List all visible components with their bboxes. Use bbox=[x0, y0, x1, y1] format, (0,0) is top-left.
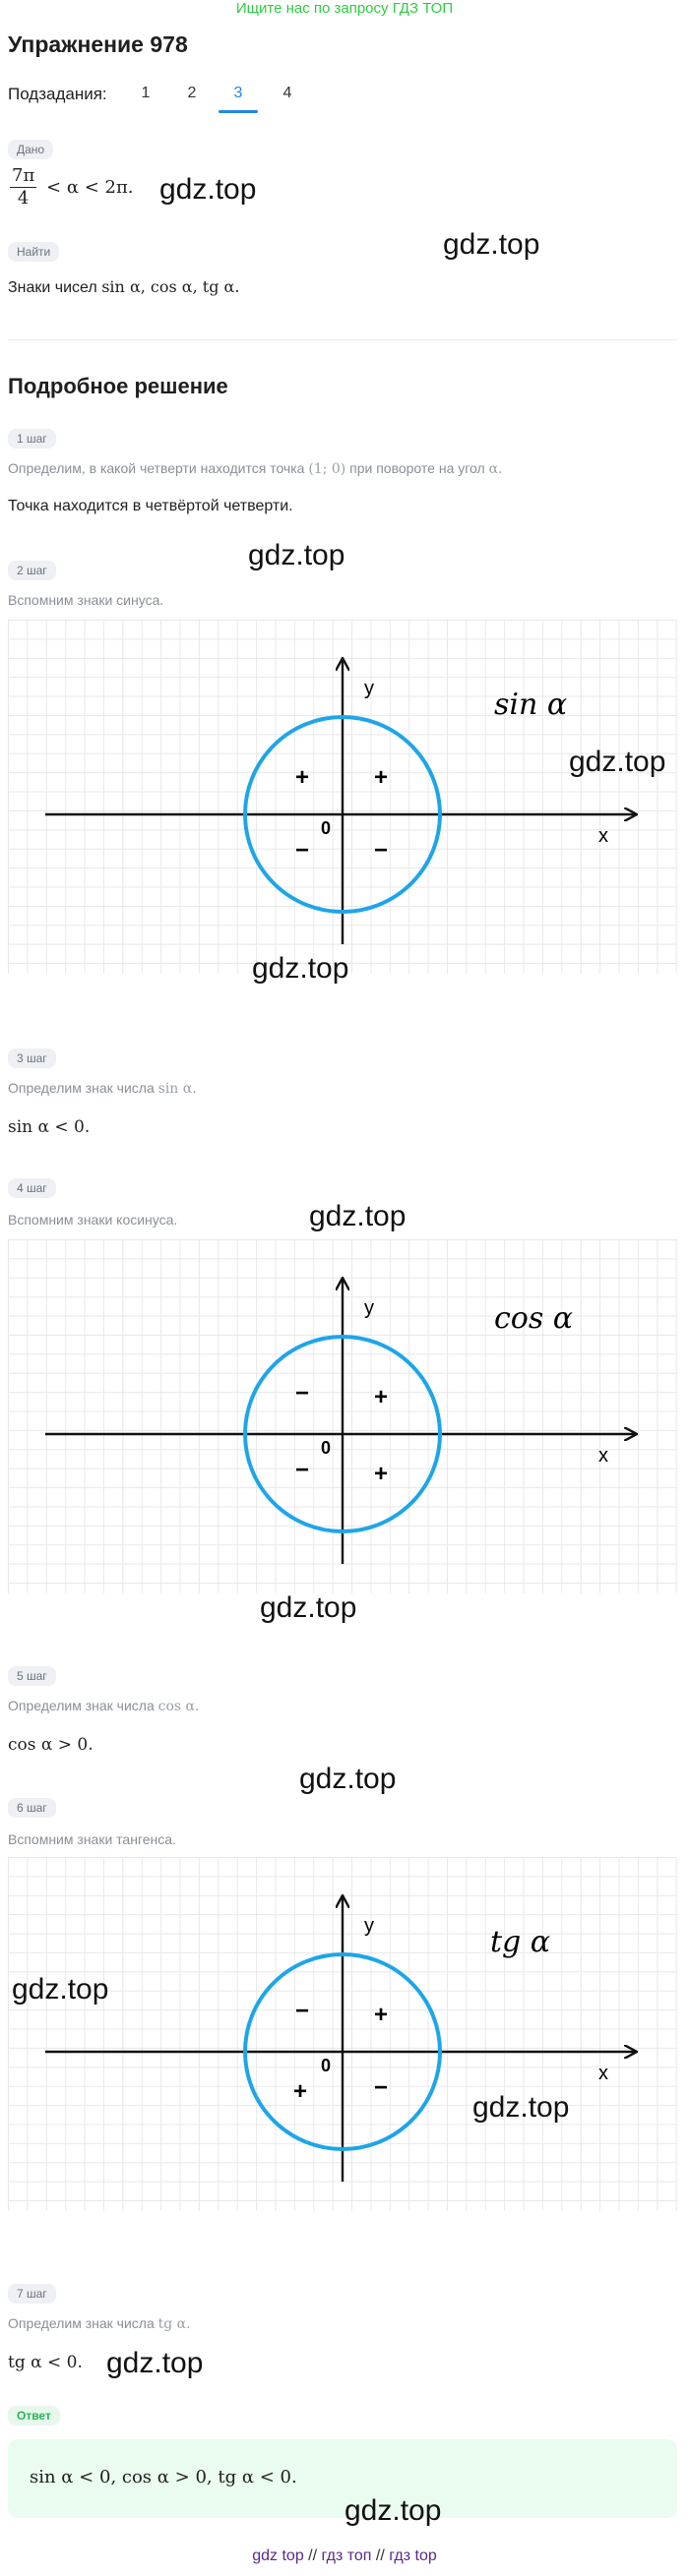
y-axis-label: y bbox=[364, 1297, 374, 1319]
y-axis-label: y bbox=[364, 678, 374, 699]
quadrant-4-sign: − bbox=[374, 2074, 388, 2101]
find-text: Знаки чисел sin α, cos α, tg α. bbox=[8, 277, 240, 296]
footer-link-3[interactable]: гдз top bbox=[389, 2547, 437, 2564]
given-badge: Дано bbox=[8, 140, 54, 159]
step-7-result: tg α < 0. bbox=[8, 2353, 83, 2372]
x-axis-label: x bbox=[598, 1445, 608, 1467]
subtask-tab-3[interactable]: 3 bbox=[233, 85, 243, 101]
watermark: gdz.top bbox=[344, 2494, 442, 2527]
step-badge: 7 шаг bbox=[8, 2284, 56, 2304]
quadrant-3-sign: − bbox=[295, 1457, 309, 1483]
answer-box bbox=[8, 2439, 677, 2518]
given-fraction-numerator: 7π bbox=[10, 165, 37, 188]
watermark: gdz.top bbox=[299, 1763, 397, 1795]
watermark: gdz.top bbox=[12, 1973, 109, 2006]
origin-label: 0 bbox=[321, 818, 331, 838]
watermark: gdz.top bbox=[569, 746, 666, 778]
origin-label: 0 bbox=[321, 2056, 331, 2075]
step-3-text: Определим знак числа sin α. bbox=[8, 1080, 197, 1097]
step-5-result: cos α > 0. bbox=[8, 1735, 94, 1755]
step-badge: 5 шаг bbox=[8, 1666, 56, 1686]
watermark: gdz.top bbox=[248, 539, 345, 571]
quadrant-4-sign: − bbox=[374, 837, 388, 864]
step-badge: 3 шаг bbox=[8, 1048, 56, 1068]
quadrant-4-sign: + bbox=[374, 1461, 388, 1487]
function-label: sin α bbox=[494, 688, 567, 722]
unit-circle-graph: y x 0 + − + − tg α bbox=[45, 1857, 677, 2182]
watermark: gdz.top bbox=[252, 952, 349, 985]
step-4-text: Вспомним знаки косинуса. bbox=[8, 1212, 178, 1228]
step-5-text: Определим знак числа cos α. bbox=[8, 1698, 200, 1714]
footer-separator: // bbox=[308, 2547, 318, 2564]
quadrant-2-sign: − bbox=[295, 1998, 309, 2024]
subtasks-label: Подзадания: bbox=[8, 85, 107, 103]
step-badge: 1 шаг bbox=[8, 429, 56, 449]
watermark: gdz.top bbox=[159, 173, 257, 206]
tg-signs-diagram: y x 0 + − + − tg α bbox=[8, 1857, 677, 2211]
step-badge: 4 шаг bbox=[8, 1178, 56, 1198]
watermark: gdz.top bbox=[443, 228, 540, 261]
step-1-text: Определим, в какой четверти находится то… bbox=[8, 460, 503, 477]
subtask-tab-1[interactable]: 1 bbox=[141, 85, 151, 101]
step-6-text: Вспомним знаки тангенса. bbox=[8, 1831, 176, 1847]
watermark: gdz.top bbox=[472, 2091, 570, 2124]
cos-signs-diagram: y x 0 + − − + cos α bbox=[8, 1239, 677, 1593]
unit-circle-graph: y x 0 + + − − sin α bbox=[45, 620, 677, 944]
step-badge: 6 шаг bbox=[8, 1798, 56, 1818]
watermark: gdz.top bbox=[260, 1591, 357, 1624]
answer-text: sin α < 0, cos α > 0, tg α < 0. bbox=[30, 2467, 297, 2487]
y-axis-label: y bbox=[364, 1915, 374, 1937]
subtask-tab-2[interactable]: 2 bbox=[187, 85, 197, 101]
footer-link-2[interactable]: гдз топ bbox=[321, 2547, 372, 2564]
sin-signs-diagram: y x 0 + + − − sin α bbox=[8, 620, 677, 974]
watermark: gdz.top bbox=[106, 2347, 204, 2379]
subtask-tab-4[interactable]: 4 bbox=[282, 85, 292, 101]
step-3-result: sin α < 0. bbox=[8, 1117, 91, 1137]
given-inequality: < α < 2π. bbox=[46, 177, 134, 198]
page-title: Упражнение 978 bbox=[8, 31, 188, 57]
unit-circle-graph: y x 0 + − − + cos α bbox=[45, 1239, 677, 1564]
divider bbox=[8, 339, 677, 340]
given-fraction-denominator: 4 bbox=[17, 188, 30, 209]
find-math: sin α, cos α, tg α. bbox=[101, 277, 240, 296]
solution-title: Подробное решение bbox=[8, 374, 228, 398]
x-axis-label: x bbox=[598, 825, 608, 847]
quadrant-1-sign: + bbox=[374, 1384, 388, 1410]
origin-label: 0 bbox=[321, 1438, 331, 1458]
step-7-text: Определим знак числа tg α. bbox=[8, 2315, 191, 2332]
active-tab-underline bbox=[219, 110, 258, 113]
footer-separator: // bbox=[375, 2547, 385, 2564]
unit-circle bbox=[243, 1335, 442, 1533]
function-label: cos α bbox=[494, 1301, 573, 1336]
answer-badge: Ответ bbox=[8, 2406, 60, 2426]
find-badge: Найти bbox=[8, 242, 60, 262]
step-2-text: Вспомним знаки синуса. bbox=[8, 592, 164, 608]
unit-circle bbox=[243, 715, 442, 914]
quadrant-3-sign: + bbox=[293, 2078, 307, 2105]
function-label: tg α bbox=[490, 1925, 550, 1959]
step-badge: 2 шаг bbox=[8, 561, 56, 580]
x-axis-label: x bbox=[598, 2063, 608, 2084]
top-banner[interactable]: Ищите нас по запросу ГДЗ ТОП bbox=[235, 0, 454, 17]
watermark: gdz.top bbox=[309, 1200, 407, 1232]
footer-links: gdz top // гдз топ // гдз top bbox=[0, 2547, 689, 2565]
unit-circle bbox=[243, 1952, 442, 2151]
footer-link-1[interactable]: gdz top bbox=[252, 2547, 304, 2564]
quadrant-2-sign: − bbox=[295, 1380, 309, 1407]
quadrant-1-sign: + bbox=[374, 2002, 388, 2028]
quadrant-3-sign: − bbox=[295, 837, 309, 864]
quadrant-1-sign: + bbox=[374, 764, 388, 791]
step-1-result: Точка находится в четвёртой четверти. bbox=[8, 498, 293, 514]
quadrant-2-sign: + bbox=[295, 764, 309, 791]
